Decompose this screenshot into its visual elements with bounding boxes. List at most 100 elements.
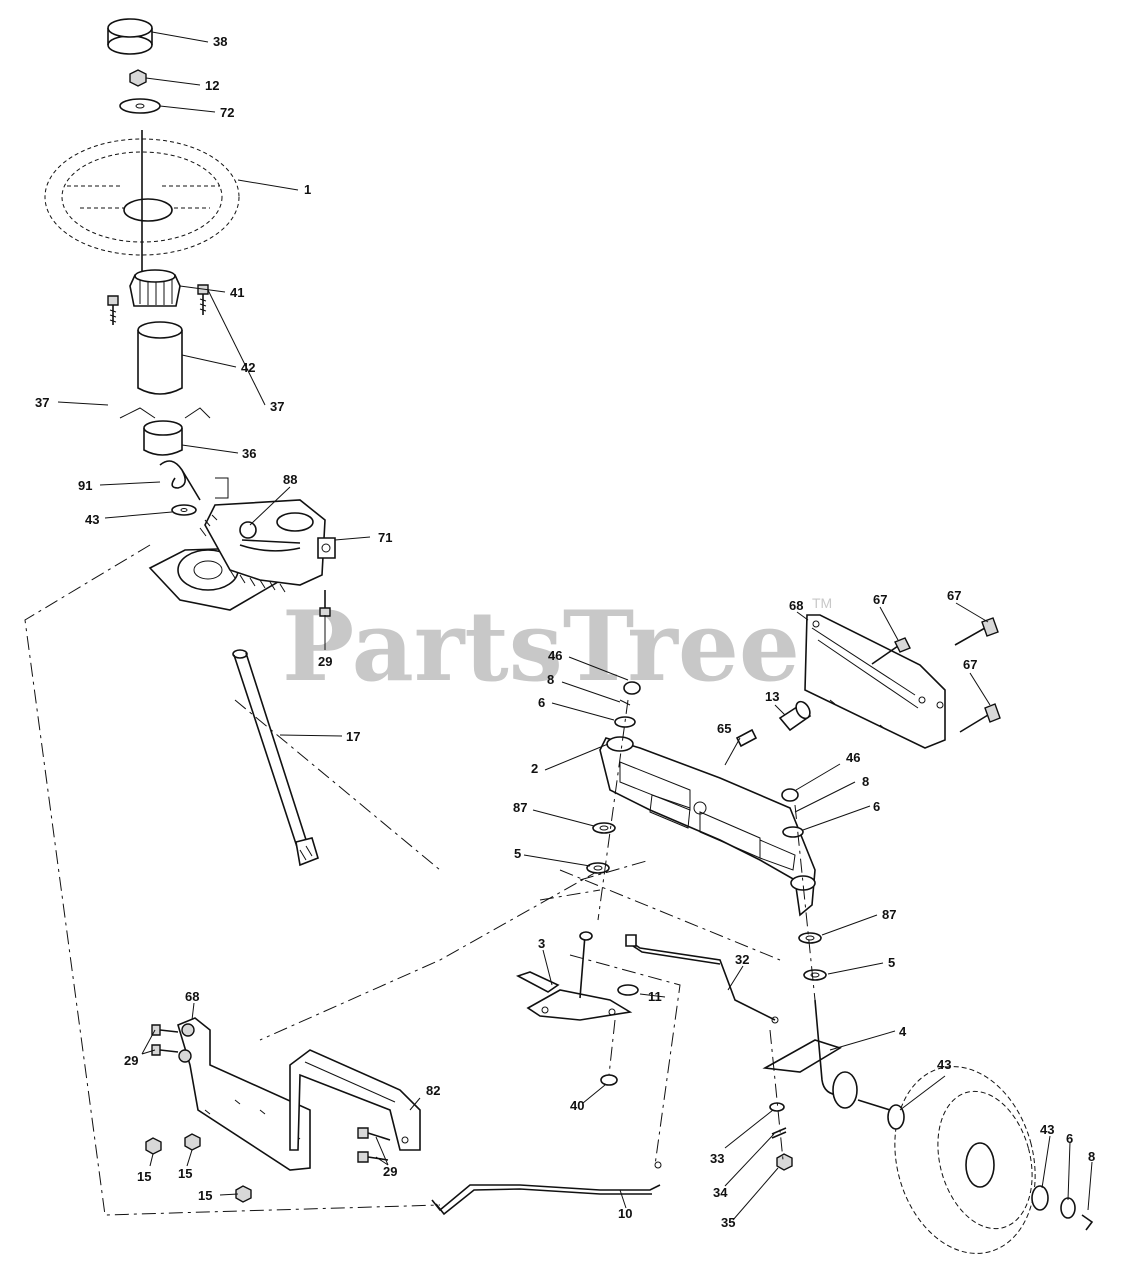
- callout-5-left: 5: [514, 846, 521, 861]
- clip-91: [159, 460, 201, 501]
- cap-46-left: [623, 681, 641, 695]
- bolt-67-a: [871, 637, 911, 665]
- washer-40-axis: [608, 1019, 616, 1076]
- pin-8-wheel: [1081, 1214, 1094, 1231]
- callout-8-wheel: 8: [1088, 1149, 1095, 1164]
- callout-87-left: 87: [513, 800, 527, 815]
- nut-15-a: [145, 1137, 162, 1155]
- spacer-13: [778, 700, 812, 732]
- front-axle-2: [599, 736, 816, 917]
- callout-67-a: 67: [873, 592, 887, 607]
- callout-72: 72: [220, 105, 234, 120]
- pin-65: [735, 728, 758, 748]
- washer-40: [600, 1074, 618, 1086]
- tie-rod-32: [625, 934, 779, 1024]
- callout-15-a: 15: [137, 1169, 151, 1184]
- washer-6-wheel: [1060, 1197, 1076, 1219]
- drag-link-10: [431, 1161, 662, 1216]
- callout-40: 40: [570, 1098, 584, 1113]
- watermark-text: PartsTree: [282, 590, 800, 703]
- callout-13: 13: [765, 689, 779, 704]
- washer-43-upper: [171, 504, 197, 516]
- callout-6-wheel: 6: [1066, 1131, 1073, 1146]
- callout-71: 71: [378, 530, 392, 545]
- washer-43-wheel-inner: [887, 1104, 905, 1130]
- sleeve-42: [137, 321, 183, 395]
- washer-87-left: [592, 822, 616, 834]
- bracket-82: [289, 1049, 421, 1151]
- callout-8-left: 8: [547, 672, 554, 687]
- callout-38: 38: [213, 34, 227, 49]
- pin-8-left: [619, 699, 631, 706]
- callout-32: 32: [735, 952, 749, 967]
- washer-5-left: [586, 862, 610, 874]
- washer-87-right: [798, 932, 822, 944]
- callout-33: 33: [710, 1151, 724, 1166]
- washer-5-right: [803, 969, 827, 981]
- bolt-67-c: [959, 703, 1001, 733]
- assembly-boundary-line-2: [234, 699, 651, 1041]
- cap-46-right: [781, 788, 799, 802]
- drag-link-axis: [769, 1029, 784, 1161]
- bolt-37-left: [107, 295, 119, 325]
- callout-3: 3: [538, 936, 545, 951]
- callout-34: 34: [713, 1185, 728, 1200]
- callout-5-right: 5: [888, 955, 895, 970]
- washer-43-wheel-outer: [1031, 1185, 1049, 1211]
- callout-17: 17: [346, 729, 360, 744]
- callout-35: 35: [721, 1215, 735, 1230]
- callout-29-lower-right: 29: [383, 1164, 397, 1179]
- callout-15-c: 15: [198, 1188, 212, 1203]
- bolt-37-right: [197, 284, 209, 315]
- callout-46-left: 46: [548, 648, 562, 663]
- nut-12: [129, 69, 147, 87]
- callout-12: 12: [205, 78, 219, 93]
- nut-15-b: [184, 1133, 201, 1151]
- callout-36: 36: [242, 446, 256, 461]
- washer-6-left: [614, 716, 636, 728]
- callout-68-lower: 68: [185, 989, 199, 1004]
- callout-67-b: 67: [947, 588, 961, 603]
- front-wheel: [894, 1066, 1036, 1254]
- nut-35: [776, 1153, 793, 1171]
- callout-4: 4: [899, 1024, 907, 1039]
- callout-10: 10: [618, 1206, 632, 1221]
- bolt-29-lower-left-b: [151, 1044, 179, 1056]
- steering-sector-gear: [148, 477, 336, 611]
- leader-lines: [57, 31, 1093, 1221]
- bolt-29-lower-right-a: [357, 1127, 391, 1141]
- steering-wheel-1: [44, 130, 240, 282]
- bracket-68-lower: [177, 1017, 311, 1171]
- gear-41: [129, 269, 181, 307]
- watermark-trademark: TM: [812, 595, 832, 611]
- steering-cap-38: [107, 18, 153, 55]
- callout-6-right: 6: [873, 799, 880, 814]
- steering-shaft-17: [232, 649, 319, 867]
- callout-41: 41: [230, 285, 244, 300]
- clip-34: [771, 1127, 787, 1139]
- callout-68-upper: 68: [789, 598, 803, 613]
- callout-29-upper: 29: [318, 654, 332, 669]
- callout-11: 11: [648, 989, 662, 1004]
- assembly-boundary-line: [24, 544, 441, 1216]
- right-spindle-axis: [794, 804, 816, 1001]
- callout-82: 82: [426, 1083, 440, 1098]
- nut-15-c: [235, 1185, 252, 1203]
- bolt-29-lower-left-a: [151, 1024, 179, 1036]
- callout-42: 42: [241, 360, 255, 375]
- assembly-boundary-line-4: [569, 954, 681, 1166]
- callout-1: 1: [304, 182, 311, 197]
- callout-43-wheel-inner: 43: [937, 1057, 951, 1072]
- callout-91: 91: [78, 478, 92, 493]
- callout-37-left: 37: [35, 395, 49, 410]
- left-spindle-3: [515, 931, 633, 1021]
- bolt-67-b: [954, 617, 999, 646]
- washer-6-right: [782, 826, 804, 838]
- washer-11: [617, 984, 639, 996]
- callout-6-left: 6: [538, 695, 545, 710]
- callout-43-wheel-outer: 43: [1040, 1122, 1054, 1137]
- left-spindle-axis: [597, 699, 629, 921]
- callout-67-c: 67: [963, 657, 977, 672]
- callout-46-right: 46: [846, 750, 860, 765]
